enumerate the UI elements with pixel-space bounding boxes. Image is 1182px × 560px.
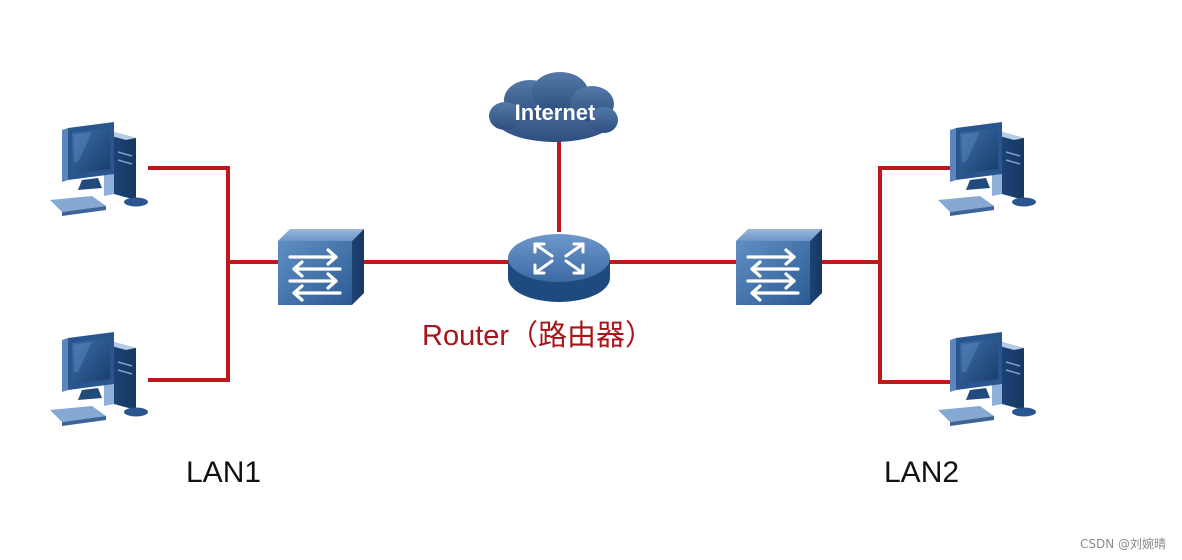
internet-cloud: Internet	[489, 72, 618, 142]
computer-icon	[937, 331, 1037, 427]
watermark: CSDN @刘婉晴	[1079, 537, 1166, 551]
switch-icon	[276, 227, 366, 307]
router	[508, 234, 610, 302]
computer-icon	[49, 121, 149, 217]
lan2-computer-bottom	[937, 331, 1037, 427]
lan1-computer-top	[49, 121, 149, 217]
router-label: Router（路由器）	[422, 320, 655, 352]
lan1-computer-bottom	[49, 331, 149, 427]
switch-lan2	[734, 227, 824, 307]
computer-icon	[937, 121, 1037, 217]
lan2-label: LAN2	[884, 456, 960, 489]
router-icon	[508, 234, 610, 302]
computer-icon	[49, 331, 149, 427]
switch-icon	[734, 227, 824, 307]
switch-lan1	[276, 227, 366, 307]
cloud-icon	[489, 72, 618, 142]
internet-label: Internet	[515, 100, 596, 125]
lan1-label: LAN1	[186, 456, 262, 489]
network-links	[148, 140, 954, 384]
lan2-computer-top	[937, 121, 1037, 217]
